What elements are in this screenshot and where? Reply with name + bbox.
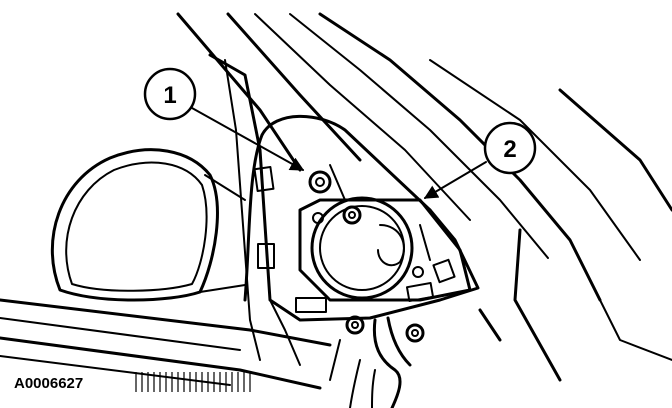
right-screw bbox=[412, 266, 424, 278]
wiring-harness bbox=[329, 316, 412, 408]
mirror-glass bbox=[50, 148, 246, 302]
callout-2-leader bbox=[423, 161, 487, 199]
callout-2-number: 2 bbox=[503, 136, 516, 163]
callout-2: 2 bbox=[423, 121, 537, 199]
upper-nut bbox=[308, 170, 332, 194]
retaining-clips bbox=[253, 165, 456, 313]
callout-1-leader bbox=[191, 107, 305, 171]
mount-plate bbox=[298, 164, 472, 302]
left-screw bbox=[312, 212, 324, 224]
lower-left-nut bbox=[345, 315, 365, 335]
a-pillar-outline bbox=[176, 12, 672, 302]
callout-1: 1 bbox=[143, 67, 305, 171]
center-nut bbox=[342, 205, 362, 225]
callout-1-number: 1 bbox=[163, 82, 176, 109]
mounting-nuts bbox=[308, 170, 425, 343]
lower-right-nut bbox=[405, 323, 425, 343]
door-body-outline bbox=[0, 228, 672, 390]
mirror-mount-housing bbox=[208, 53, 480, 366]
scale-hatching bbox=[135, 372, 251, 392]
figure-id: A0006627 bbox=[14, 375, 83, 392]
